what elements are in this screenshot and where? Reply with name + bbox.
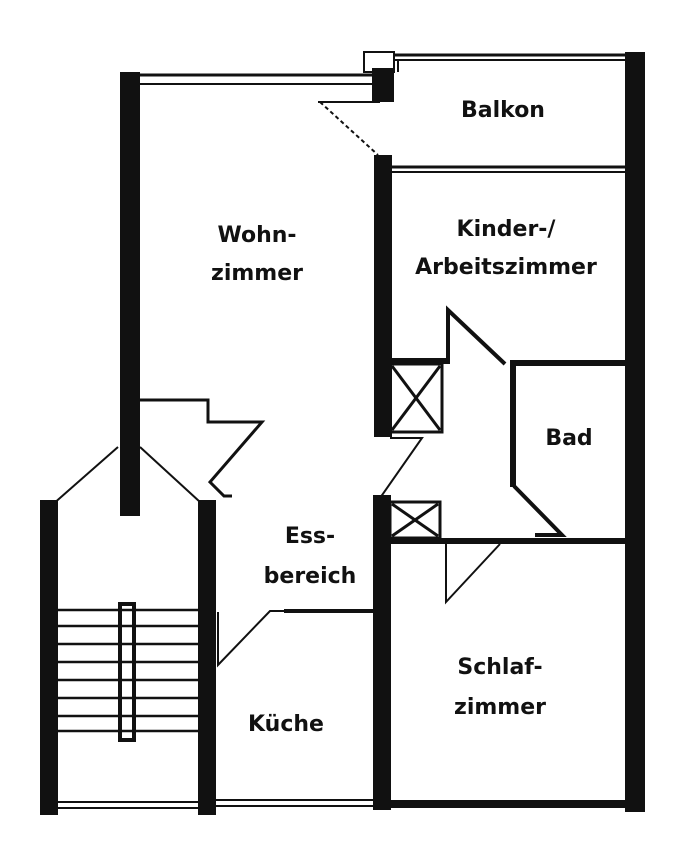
wall-kueche-partition: [284, 609, 374, 613]
label-essbereich-2: bereich: [264, 564, 357, 589]
wall-bottom: [373, 800, 645, 808]
wall-bad-top: [510, 360, 628, 366]
label-wohnzimmer-2: zimmer: [211, 261, 303, 286]
door-kinderzimmer: [446, 305, 507, 366]
wall-schlaf-top: [390, 538, 628, 544]
balkon-corner: [363, 51, 395, 73]
wall-right: [625, 52, 645, 812]
door-stair-left: [51, 446, 119, 506]
wall-stair-left: [40, 500, 58, 815]
door-bad: [512, 484, 567, 537]
label-kueche: Küche: [248, 712, 324, 737]
label-bad: Bad: [545, 426, 592, 451]
door-wohnzimmer: [138, 398, 266, 498]
label-wohnzimmer-1: Wohn-: [217, 223, 296, 248]
door-hall: [379, 437, 424, 499]
label-essbereich-1: Ess-: [285, 524, 335, 549]
label-schlafzimmer-1: Schlaf-: [457, 655, 542, 680]
closet-upper: [388, 362, 444, 434]
wall-bad-left: [510, 363, 516, 487]
wall-stair-right: [198, 500, 216, 815]
wall-closet1-top: [390, 358, 450, 364]
stair-steps: [58, 608, 198, 733]
closet-lower: [388, 500, 442, 540]
door-kueche: [217, 610, 286, 668]
label-kinderzimmer-1: Kinder-/: [457, 217, 557, 242]
label-schlafzimmer-2: zimmer: [454, 695, 546, 720]
stair-rail: [118, 602, 136, 742]
label-balkon: Balkon: [461, 98, 545, 123]
wall-center-lower: [373, 495, 391, 810]
label-kinderzimmer-2: Arbeitszimmer: [415, 255, 597, 280]
door-schlaf: [445, 542, 501, 605]
wall-center-upper: [374, 155, 392, 437]
door-stair-right: [139, 446, 201, 503]
wall-wohn-left: [120, 72, 140, 516]
